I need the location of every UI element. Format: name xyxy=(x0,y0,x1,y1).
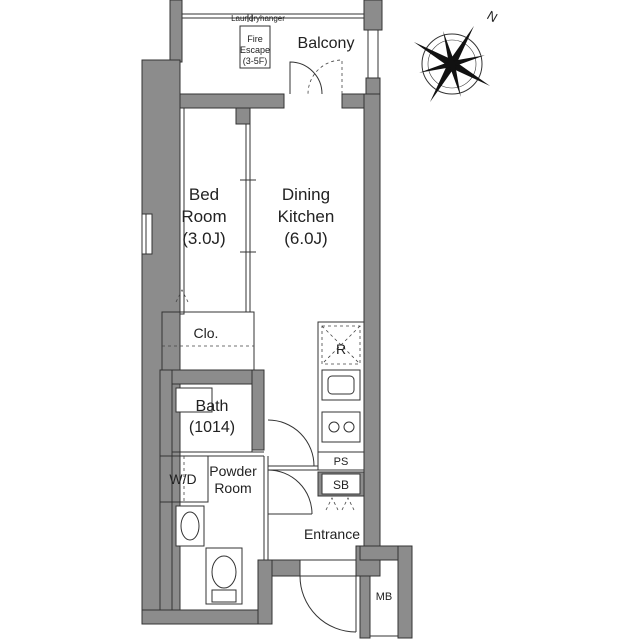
fire-escape-label-2: Escape xyxy=(240,45,270,55)
bedroom-label-1: Bed xyxy=(189,185,219,204)
outer-walls xyxy=(141,59,413,639)
compass-north-label: N xyxy=(485,8,501,26)
doors xyxy=(175,59,357,633)
room-labels: Laundryhanger Fire Escape (3-5F) Balcony… xyxy=(169,14,392,603)
interior-walls xyxy=(159,107,365,611)
wd-label: W/D xyxy=(169,471,196,487)
balcony-label: Balcony xyxy=(298,35,355,52)
refrigerator-label: R xyxy=(336,341,346,357)
ps-label: PS xyxy=(334,456,349,468)
dining-label-3: (6.0J) xyxy=(284,229,327,248)
mb-label: MB xyxy=(376,591,393,603)
dining-label-2: Kitchen xyxy=(278,207,335,226)
dining-label-1: Dining xyxy=(282,185,330,204)
fire-escape-label-3: (3-5F) xyxy=(243,56,268,66)
powder-label-2: Room xyxy=(214,480,251,496)
bath-label-2: (1014) xyxy=(189,419,235,436)
bedroom-label-2: Room xyxy=(181,207,226,226)
entrance-label: Entrance xyxy=(304,526,360,542)
laundry-label: Laundryhanger xyxy=(231,14,285,23)
bedroom-label-3: (3.0J) xyxy=(182,229,225,248)
sb-label: SB xyxy=(333,478,349,492)
powder-label-1: Powder xyxy=(209,463,257,479)
fire-escape-label-1: Fire xyxy=(247,34,263,44)
closet-label: Clo. xyxy=(194,325,219,341)
compass-rose: N xyxy=(413,8,501,103)
balcony-area xyxy=(169,0,383,109)
bath-label-1: Bath xyxy=(196,398,229,415)
